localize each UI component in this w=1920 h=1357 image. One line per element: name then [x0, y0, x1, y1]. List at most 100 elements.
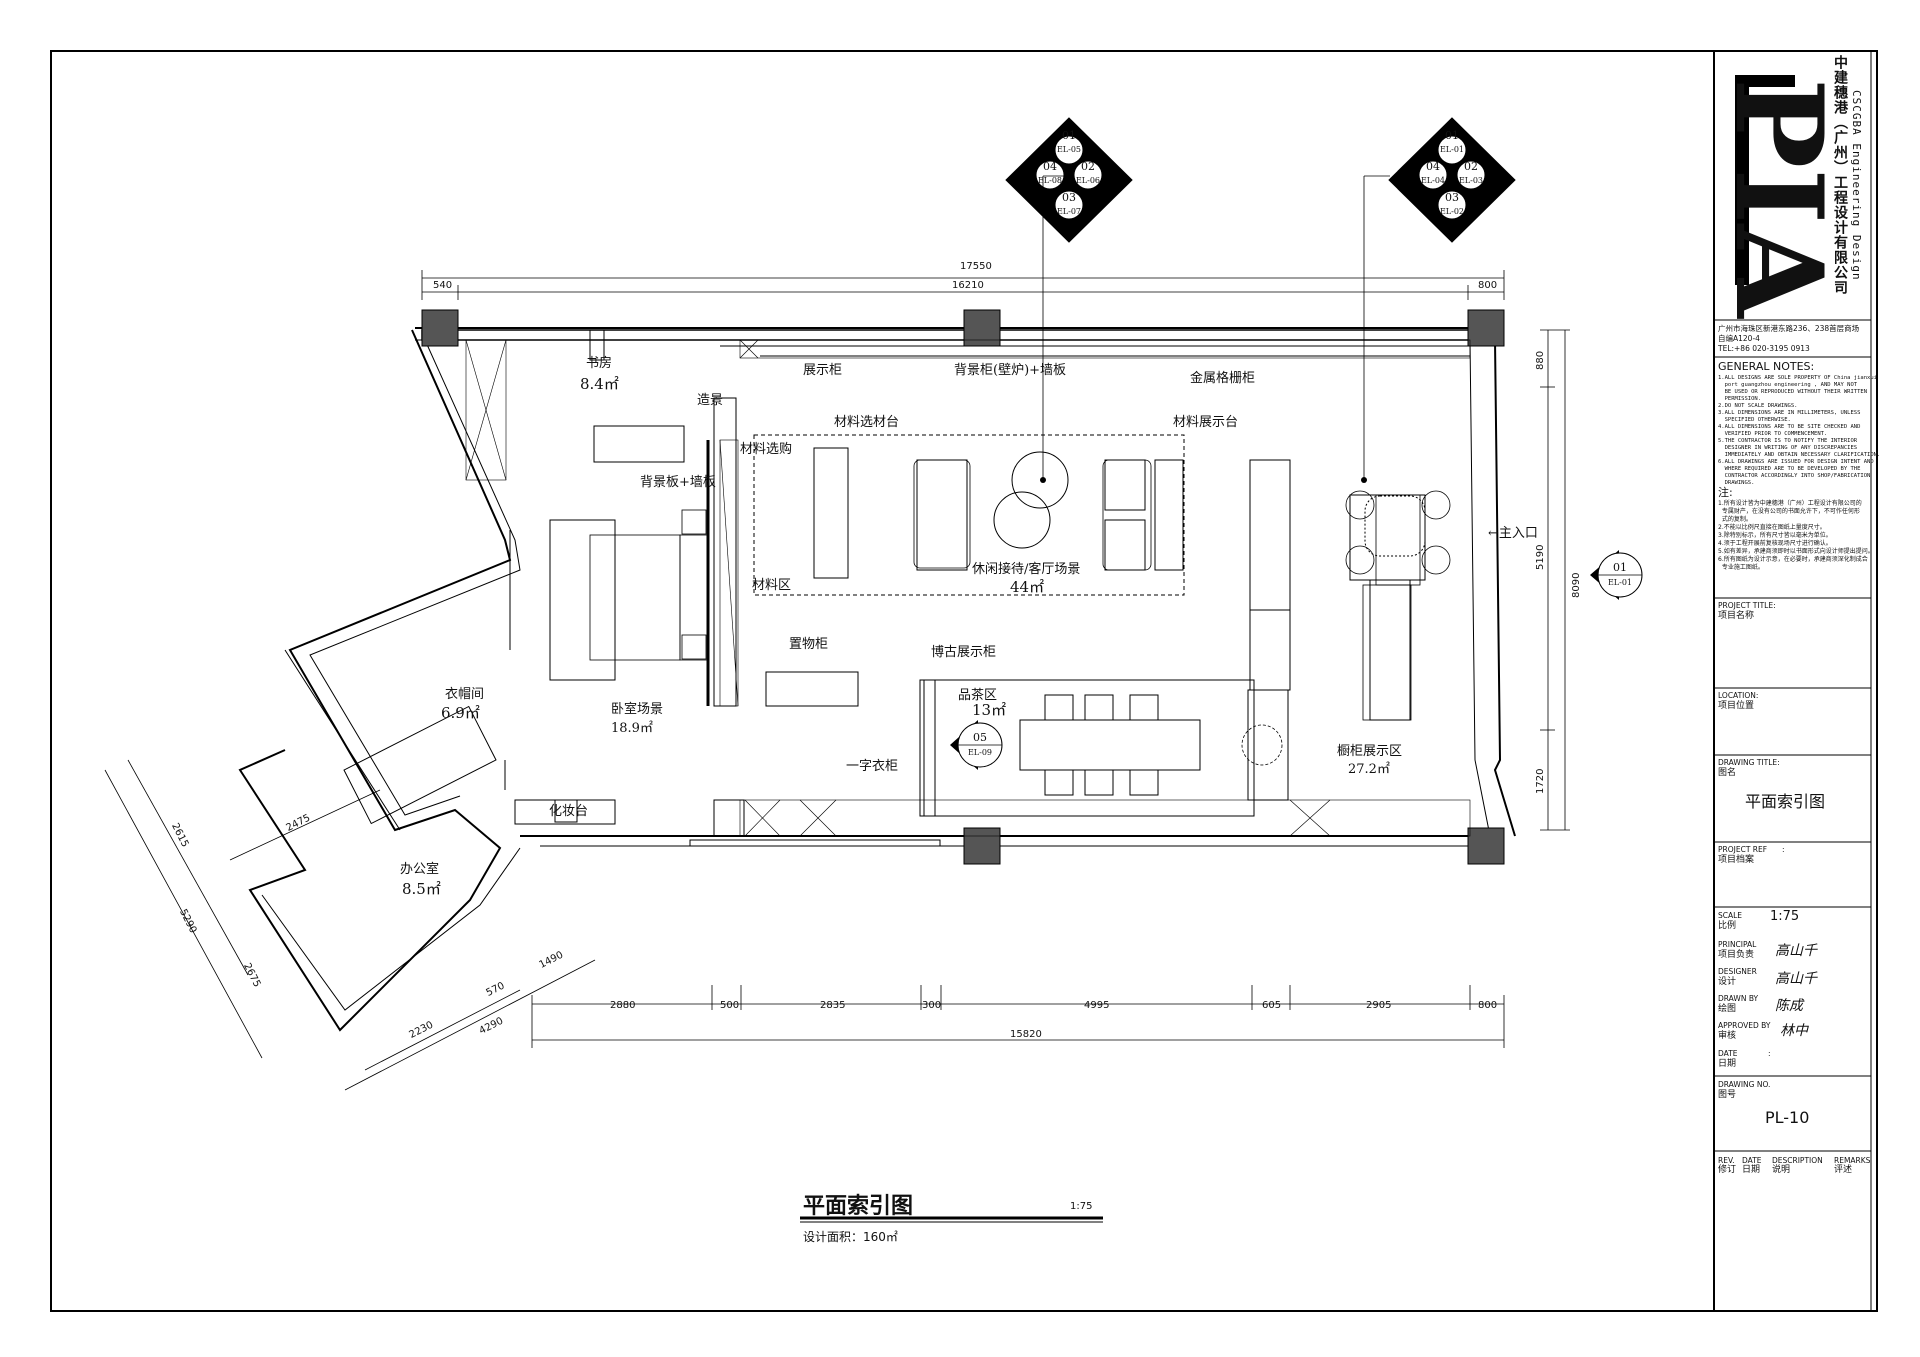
symL-e: 02: [1081, 160, 1095, 173]
dim-bot-total: 15820: [1010, 1029, 1042, 1040]
cn-notes: 1.所有设计皆为中建穗港（广州）工程设计有限公司的 专属财产，在没有公司的书面允…: [1718, 500, 1874, 571]
room-tea-area: 13㎡: [972, 701, 1007, 719]
right-dimensions: [1540, 329, 1570, 831]
project-ref-colon: :: [1782, 845, 1785, 854]
symR-ec: EL-03: [1458, 176, 1484, 185]
designer-label: DESIGNER: [1718, 967, 1757, 976]
tel: TEL:+86 020-3195 0913: [1718, 344, 1810, 353]
company-en: CSCGBA Engineering Design: [1850, 90, 1863, 281]
symR-s: 03: [1445, 191, 1459, 204]
address2: 自编A120-4: [1718, 334, 1760, 343]
cn-notes-title: 注:: [1718, 486, 1733, 499]
company-cn: 中建穗港（广州）工程设计有限公司: [1832, 55, 1848, 295]
label-material-display: 材料展示台: [1173, 415, 1239, 430]
sheet-border: [50, 50, 1878, 1312]
room-study-area: 8.4㎡: [580, 375, 619, 393]
dim-bot-500: 500: [720, 1000, 740, 1011]
pia-logo-mark: [1735, 75, 1795, 285]
dim-right-total: 8090: [1571, 572, 1582, 598]
room-office-area: 8.5㎡: [402, 880, 441, 898]
slanted-dimensions: [104, 759, 596, 1091]
section-symbol-left: [1005, 117, 1133, 243]
drawn-label: DRAWN BY: [1718, 994, 1759, 1003]
location-cn: 项目位置: [1718, 701, 1755, 711]
signature-approved: 林中: [1780, 1023, 1808, 1039]
scale-cn: 比例: [1718, 921, 1737, 931]
columns: [421, 309, 1505, 865]
title-block-grid: [1714, 319, 1871, 1152]
drawn-cn: 绘图: [1718, 1004, 1737, 1014]
label-material-zone: 材料区: [752, 578, 792, 593]
desc-cn: 说明: [1772, 1165, 1791, 1175]
leader-dot-left: [1040, 477, 1046, 483]
location-label: LOCATION:: [1718, 691, 1759, 700]
symR-e: 02: [1464, 160, 1478, 173]
drawing-no-label: DRAWING NO.: [1718, 1080, 1771, 1089]
approved-cn: 审核: [1718, 1031, 1737, 1041]
bottom-dimensions: [531, 985, 1505, 1048]
project-title-label: PROJECT TITLE:: [1718, 601, 1776, 610]
label-bg-board: 背景板+墙板: [640, 475, 716, 490]
symR-n: 01: [1445, 129, 1459, 142]
label-material-table: 材料选材台: [834, 415, 900, 430]
sym-tea-num: 05: [973, 731, 987, 744]
symR-sc: EL-02: [1439, 207, 1465, 216]
scale-label: SCALE: [1718, 911, 1743, 920]
top-dimensions: [421, 270, 1505, 300]
exterior-walls: [238, 327, 1516, 1032]
dim-right-880: 880: [1535, 350, 1546, 370]
drawing-scale: 1:75: [1070, 1201, 1093, 1212]
label-metal-grid-cabinet: 金属格栅柜: [1190, 371, 1256, 386]
symR-wc: EL-04: [1420, 176, 1446, 185]
signature-drawn: 陈成: [1775, 998, 1803, 1014]
drawing-no-value: PL-10: [1765, 1108, 1810, 1127]
section-symbol-entry: [1590, 550, 1643, 600]
dim-top-mid: 16210: [952, 280, 984, 291]
address1: 广州市海珠区新港东路236、238首层商场: [1718, 324, 1860, 333]
rdate-cn: 日期: [1742, 1165, 1761, 1175]
sym-tea-code: EL-09: [967, 748, 993, 757]
room-wardrobe-area: 6.9㎡: [441, 704, 480, 722]
dim-bot-2905: 2905: [1366, 1000, 1392, 1011]
symR-w: 04: [1426, 160, 1440, 173]
room-bedroom-area: 18.9㎡: [611, 721, 653, 736]
cabinet-hatches: [465, 339, 1471, 837]
sofa: [913, 459, 1152, 571]
dim-top-right: 800: [1478, 280, 1498, 291]
date-label: DATE: [1718, 1049, 1738, 1058]
symR-nc: EL-01: [1439, 145, 1465, 154]
principal-cn: 项目负责: [1718, 950, 1755, 960]
scale-value: 1:75: [1770, 909, 1800, 924]
date-colon: :: [1768, 1049, 1771, 1058]
room-lounge-name: 休闲接待/客厅场景: [972, 562, 1081, 577]
general-notes-title: GENERAL NOTES:: [1718, 360, 1815, 373]
leader-dot-right: [1361, 477, 1367, 483]
symL-ec: EL-06: [1075, 176, 1101, 185]
kitchen-bar: [1241, 490, 1451, 766]
drawing-no-cn: 图号: [1718, 1090, 1737, 1100]
drawing-title-cn: 图名: [1718, 768, 1737, 778]
room-study-name: 书房: [586, 356, 613, 371]
drawing-title-value: 平面索引图: [1745, 792, 1826, 811]
dim-bot-4995: 4995: [1084, 1000, 1110, 1011]
designer-cn: 设计: [1718, 977, 1737, 987]
room-tea-name: 品茶区: [958, 688, 998, 703]
label-fireplace-cabinet: 背景柜(壁炉)+墙板: [954, 363, 1067, 378]
label-antique-cabinet: 博古展示柜: [931, 645, 997, 660]
general-notes: 1.ALL DESIGNS ARE SOLE PROPERTY OF China…: [1718, 375, 1881, 486]
rev-cn: 修订: [1718, 1165, 1737, 1175]
symL-n: 01: [1062, 129, 1076, 142]
label-storage-cabinet: 置物柜: [789, 637, 829, 652]
label-material-select: 材料选购: [740, 442, 793, 457]
label-scenery: 造景: [697, 393, 724, 408]
room-kitchen-name: 橱柜展示区: [1337, 744, 1403, 759]
signature-designer: 高山千: [1775, 971, 1817, 987]
room-kitchen-area: 27.2㎡: [1348, 762, 1390, 777]
drawing-title-label: DRAWING TITLE:: [1718, 758, 1780, 767]
label-main-entrance: ←主入口: [1488, 526, 1538, 541]
drawing-area: 设计面积：160㎡: [803, 1230, 898, 1244]
interior-partitions: [343, 329, 1470, 847]
dim-bot-300: 300: [922, 1000, 942, 1011]
